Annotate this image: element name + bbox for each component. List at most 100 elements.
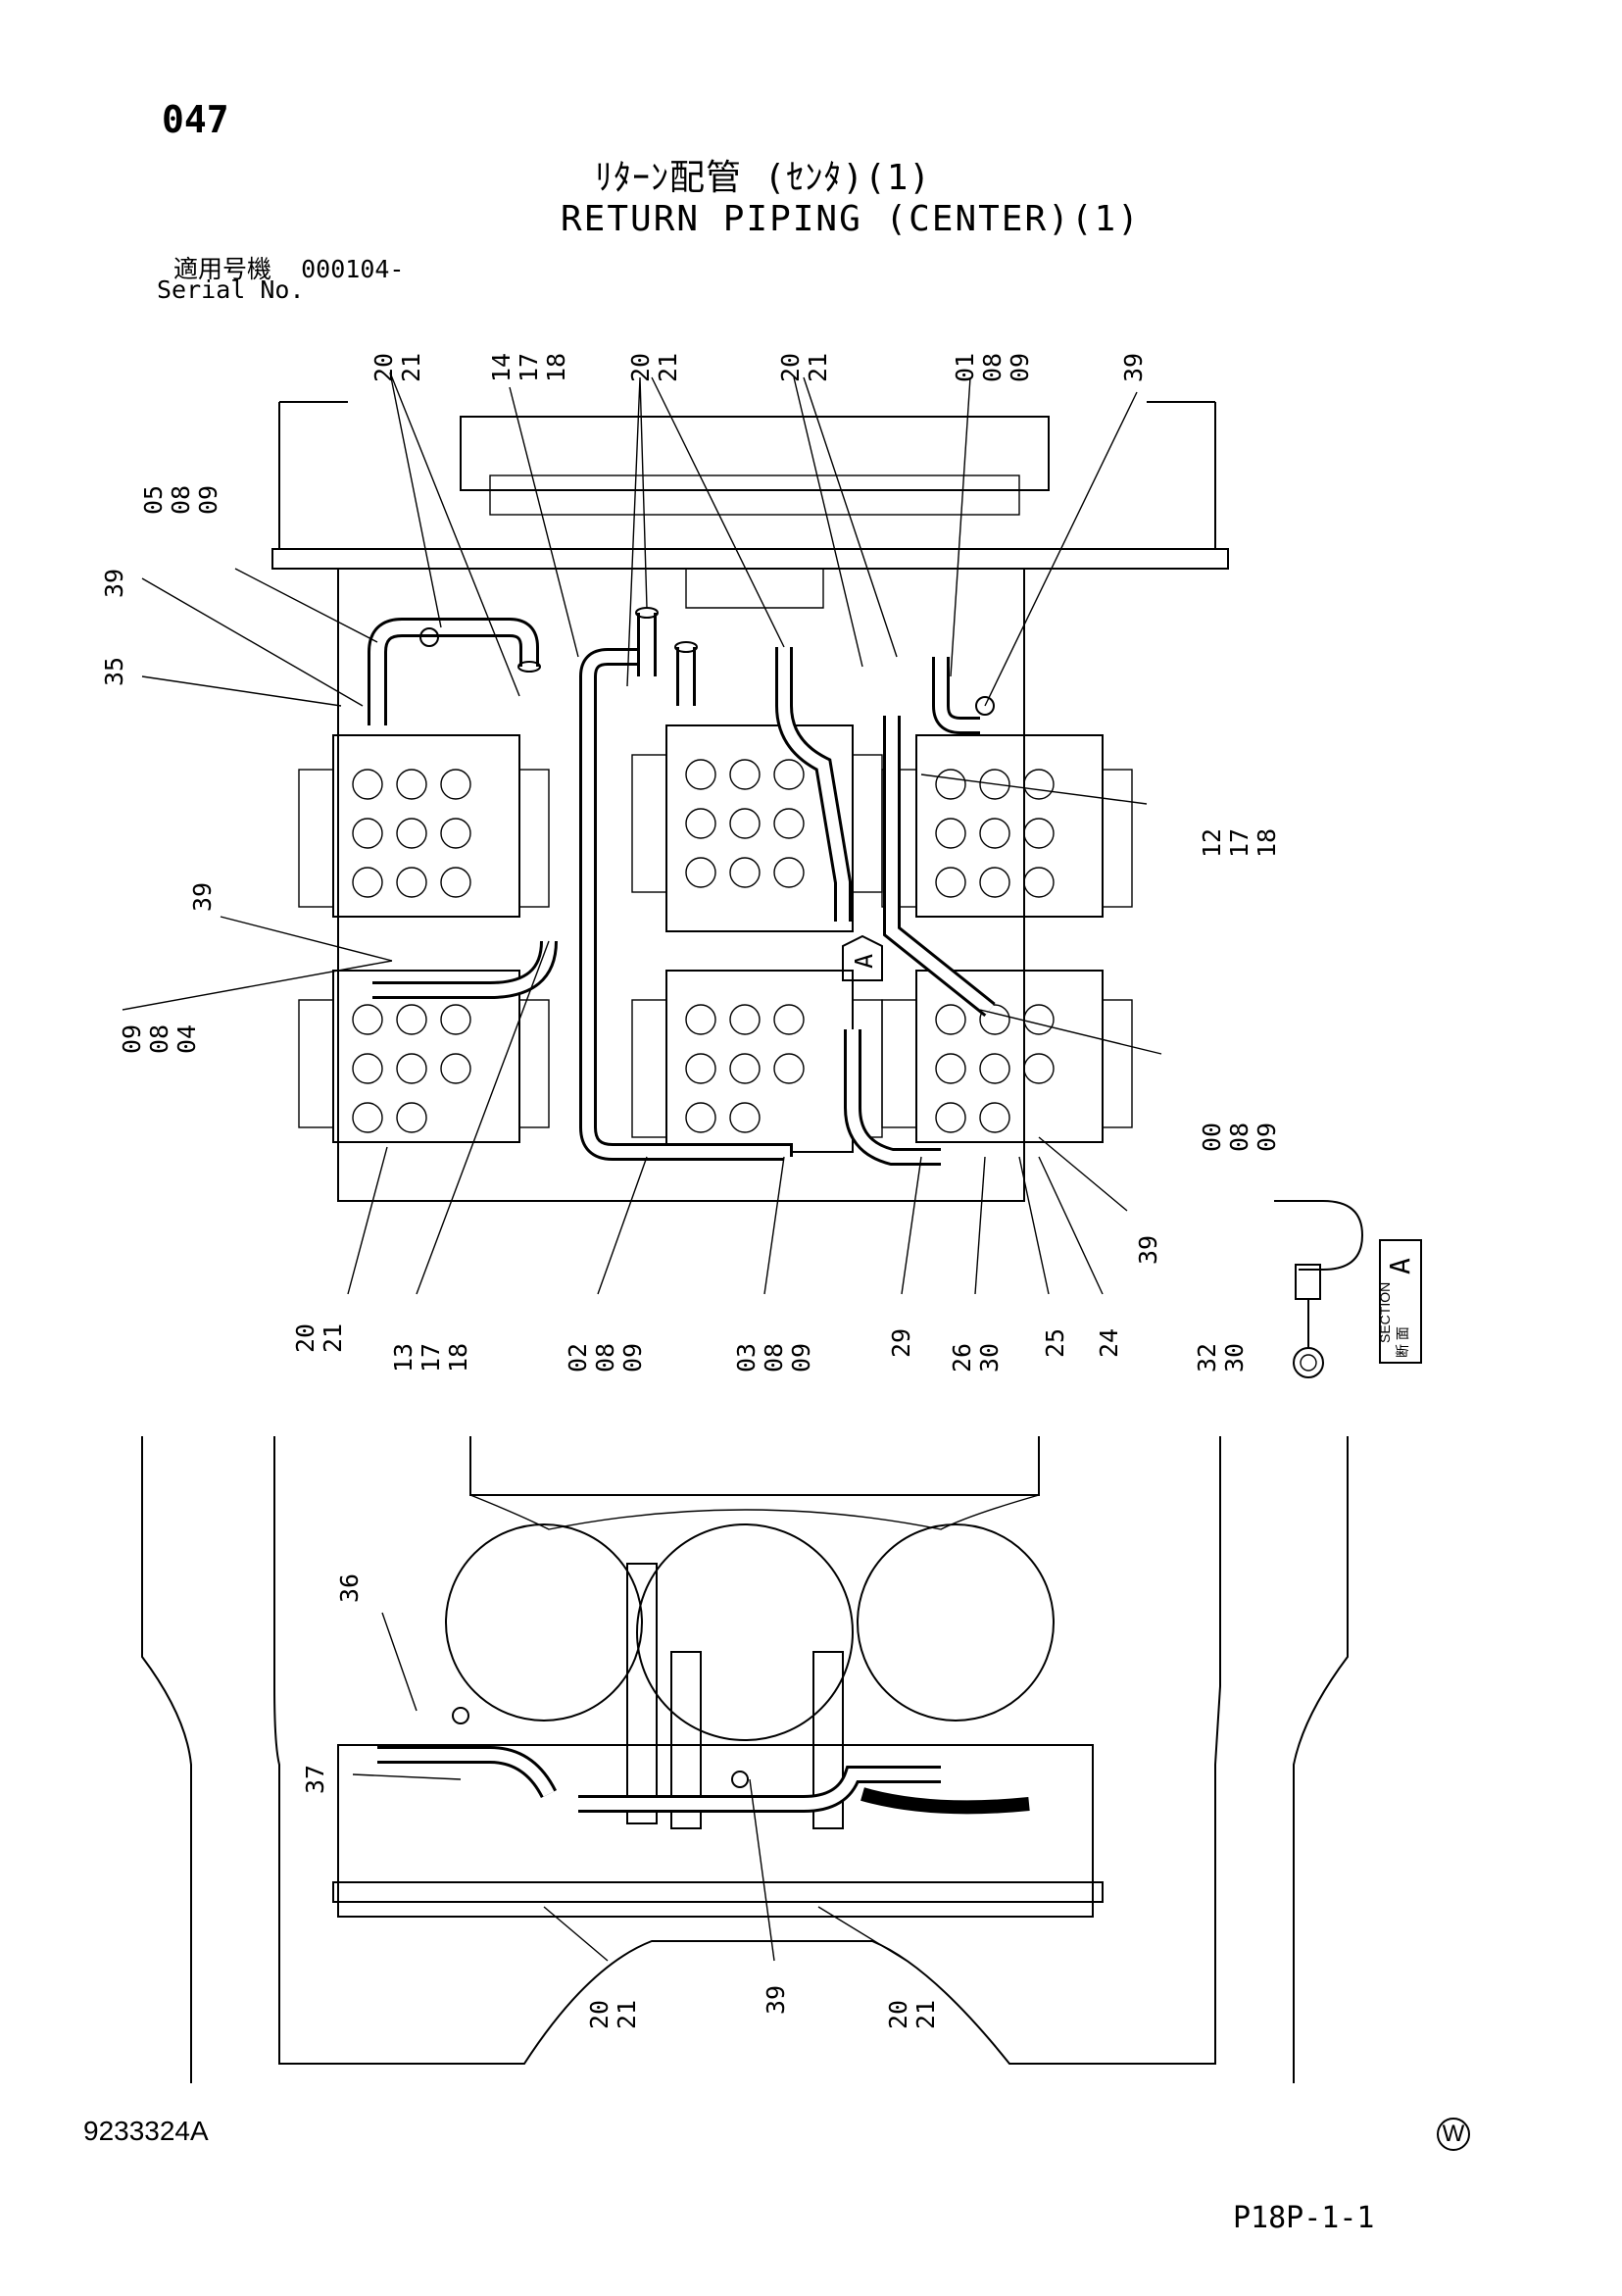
valve-block-upper-left xyxy=(298,734,550,918)
callout-v1-a: 36 xyxy=(335,1573,364,1603)
serial-label-english: Serial No. xyxy=(157,275,305,304)
section-box-en: SECTION xyxy=(1377,1282,1393,1343)
callout-r1-a: 12 xyxy=(1198,828,1226,858)
lower-cross-member xyxy=(332,1881,1104,1903)
callout-b3-c: 09 xyxy=(618,1343,647,1373)
callout-b2-a: 13 xyxy=(389,1343,418,1373)
callout-l5-b: 08 xyxy=(145,1024,173,1054)
callout-v4-a: 39 xyxy=(762,1985,790,2015)
callout-l5-a: 09 xyxy=(118,1024,146,1054)
callout-b5-a: 29 xyxy=(887,1328,915,1358)
callout-t5-a: 01 xyxy=(951,353,979,382)
lower-view xyxy=(141,1436,1349,2083)
serial-line-japanese: 適用号機 000104- xyxy=(173,250,404,285)
upper-frame-notch xyxy=(685,569,824,609)
lower-pipe-1 xyxy=(626,1563,658,1824)
valve-block-upper-right xyxy=(881,734,1133,918)
callout-r3-a: 39 xyxy=(1134,1235,1162,1265)
section-box: SECTION 断 面 A xyxy=(1377,1239,1422,1364)
serial-value: 000104- xyxy=(301,255,405,283)
callout-b9-a: 32 xyxy=(1193,1343,1221,1373)
callout-l1-c: 09 xyxy=(194,485,222,515)
serial-label-jp: 適用号機 xyxy=(173,255,272,283)
callout-b1-b: 21 xyxy=(319,1323,347,1353)
section-a-detail xyxy=(1274,1200,1364,1378)
upper-view: A xyxy=(122,372,1422,1378)
page-number: 047 xyxy=(162,98,229,141)
callout-l5-c: 04 xyxy=(172,1024,201,1054)
lower-valve-assembly xyxy=(337,1744,1094,1918)
callout-v5-b: 21 xyxy=(911,2000,940,2029)
upper-top-bracket xyxy=(460,416,1050,491)
swing-bearing-right xyxy=(857,1523,1055,1722)
callouts-left: 05 08 09 39 35 39 09 08 04 xyxy=(100,485,222,1054)
section-box-letter: A xyxy=(1384,1258,1416,1274)
section-box-jp: 断 面 xyxy=(1395,1326,1410,1358)
callout-b4-a: 03 xyxy=(732,1343,761,1373)
callouts-right: 12 17 18 00 08 09 39 xyxy=(1134,828,1281,1265)
upper-frame-top xyxy=(278,401,1216,549)
callout-l1-a: 05 xyxy=(139,485,168,515)
callout-b9-b: 30 xyxy=(1220,1343,1249,1373)
callout-b7-a: 25 xyxy=(1041,1328,1069,1358)
callout-r2-a: 00 xyxy=(1198,1123,1226,1152)
callout-r2-b: 08 xyxy=(1225,1123,1253,1152)
callout-t6-a: 39 xyxy=(1119,353,1148,382)
callout-b8-a: 24 xyxy=(1095,1328,1123,1358)
lower-pipe-2 xyxy=(670,1651,702,1829)
callout-b2-c: 18 xyxy=(444,1343,472,1373)
callout-t1-b: 21 xyxy=(397,353,425,382)
callout-l3-a: 35 xyxy=(100,657,128,686)
return-pipes-upper xyxy=(368,607,996,1166)
callout-t1-a: 20 xyxy=(369,353,398,382)
callout-b4-b: 08 xyxy=(760,1343,788,1373)
callout-t3-b: 21 xyxy=(654,353,682,382)
section-arrow-letter: A xyxy=(850,954,878,969)
callout-b6-a: 26 xyxy=(948,1343,976,1373)
callout-b1-a: 20 xyxy=(291,1323,319,1353)
valve-block-lower-left xyxy=(298,970,550,1143)
title-japanese: ﾘﾀｰﾝ配管 (ｾﾝﾀ)(1) xyxy=(595,158,932,198)
valve-block-lower-right xyxy=(881,970,1133,1143)
callout-r1-c: 18 xyxy=(1253,828,1281,858)
section-arrow-a: A xyxy=(842,934,883,981)
callout-t5-c: 09 xyxy=(1006,353,1034,382)
callout-l1-b: 08 xyxy=(167,485,195,515)
callout-t4-a: 20 xyxy=(776,353,805,382)
title-english: RETURN PIPING (CENTER)(1) xyxy=(561,199,1141,239)
upper-cross-member xyxy=(271,548,1229,570)
upper-top-plate xyxy=(489,474,1020,516)
callout-v3-b: 21 xyxy=(613,2000,641,2029)
sheet-reference: P18P-1-1 xyxy=(1233,2201,1375,2235)
callout-b3-a: 02 xyxy=(564,1343,592,1373)
callout-v5-a: 20 xyxy=(884,2000,912,2029)
callout-r2-c: 09 xyxy=(1253,1123,1281,1152)
callout-v2-a: 37 xyxy=(301,1765,329,1794)
watermark-icon: W xyxy=(1437,2118,1470,2151)
drawing-number: 9233324A xyxy=(83,2116,209,2146)
swing-bearing-center xyxy=(636,1523,854,1741)
callout-b2-b: 17 xyxy=(417,1343,445,1373)
callout-r1-b: 17 xyxy=(1225,828,1253,858)
leader-lines-lower xyxy=(352,1612,908,1962)
callout-b4-c: 09 xyxy=(787,1343,815,1373)
callout-v3-a: 20 xyxy=(585,2000,614,2029)
callout-t4-b: 21 xyxy=(804,353,832,382)
callout-t2-b: 17 xyxy=(515,353,543,382)
callout-t2-c: 18 xyxy=(542,353,570,382)
callout-l4-a: 39 xyxy=(188,882,217,912)
callout-b6-b: 30 xyxy=(975,1343,1004,1373)
callout-b3-b: 08 xyxy=(591,1343,619,1373)
leader-lines-upper xyxy=(122,372,1162,1295)
valve-block-upper-center xyxy=(631,724,883,932)
callout-l2-a: 39 xyxy=(100,569,128,598)
callouts-lower-view: 36 37 20 21 39 20 21 xyxy=(301,1573,940,2029)
callout-t3-a: 20 xyxy=(626,353,655,382)
callouts-bottom: 20 21 13 17 18 02 08 09 03 08 09 29 26 3… xyxy=(291,1323,1249,1373)
swing-bearing-left xyxy=(445,1523,643,1722)
lower-pipe-3 xyxy=(812,1651,844,1829)
callout-t5-b: 08 xyxy=(978,353,1007,382)
callout-t2-a: 14 xyxy=(487,353,516,382)
callouts-top: 20 21 14 17 18 20 21 20 21 01 08 09 39 xyxy=(369,353,1148,382)
